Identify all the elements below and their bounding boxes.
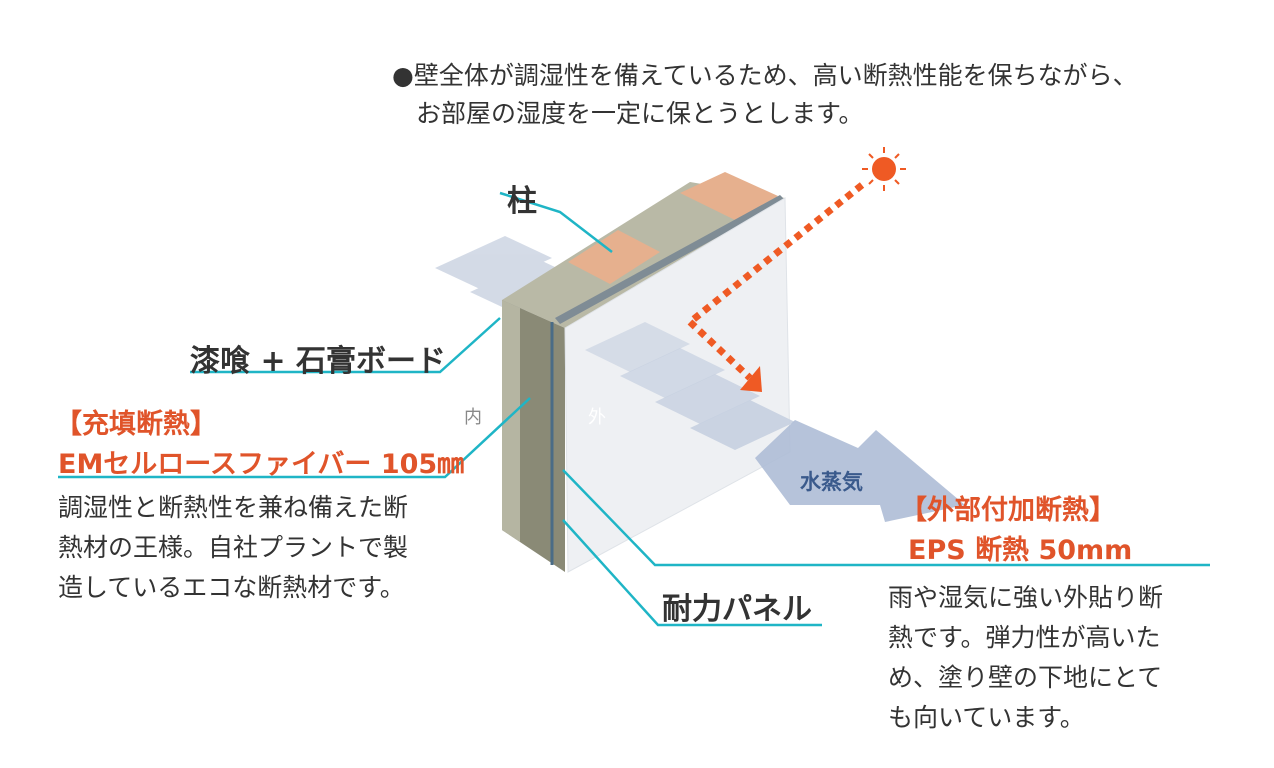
inside-label: 内 — [464, 407, 482, 428]
plaster-board-label: 漆喰 + 石膏ボード — [190, 344, 447, 379]
pillar-label: 柱 — [507, 184, 537, 219]
structural-panel-label: 耐力パネル — [662, 592, 812, 627]
insulation-top-strip — [555, 195, 785, 324]
sun-ray-arrows — [687, 182, 865, 381]
vapor-label: 水蒸気 — [800, 470, 863, 494]
leader-lines — [58, 191, 1210, 627]
external-insulation-desc-4: も向いています。 — [888, 703, 1085, 732]
vapor-arrow — [755, 420, 965, 522]
sun-ray-arrowhead — [740, 366, 762, 392]
fill-insulation-heading: 【充填断熱】 — [55, 409, 217, 440]
vapor-stripes-front — [585, 322, 795, 450]
external-insulation-desc-3: め、塗り壁の下地にとて — [888, 663, 1163, 692]
external-insulation-spec: EPS 断熱 50mm — [908, 535, 1133, 566]
external-insulation-heading: 【外部付加断熱】 — [900, 495, 1116, 526]
pillar-top-right — [680, 172, 778, 220]
fill-insulation-spec: EMセルロースファイバー 105㎜ — [58, 449, 465, 480]
plaster-layer — [502, 300, 520, 542]
intro-line2: お部屋の湿度を一定に保とうとします。 — [416, 99, 864, 128]
outside-label: 外 — [588, 407, 606, 428]
sun-icon — [862, 147, 906, 191]
fill-insulation-desc-2: 熱材の王様。自社プラントで製 — [58, 533, 409, 562]
pillar-top-left — [568, 230, 660, 284]
external-insulation-desc-2: 熱です。弾力性が高いた — [888, 623, 1161, 652]
fill-insulation-desc-1: 調湿性と断熱性を兼ね備えた断 — [58, 493, 409, 522]
fill-insulation-desc-3: 造しているエコな断熱材です。 — [58, 573, 405, 602]
external-insulation-desc-1: 雨や湿気に強い外貼り断 — [888, 583, 1164, 612]
intro-line1: ●壁全体が調湿性を備えているため、高い断熱性能を保ちながら、 — [392, 61, 1138, 90]
